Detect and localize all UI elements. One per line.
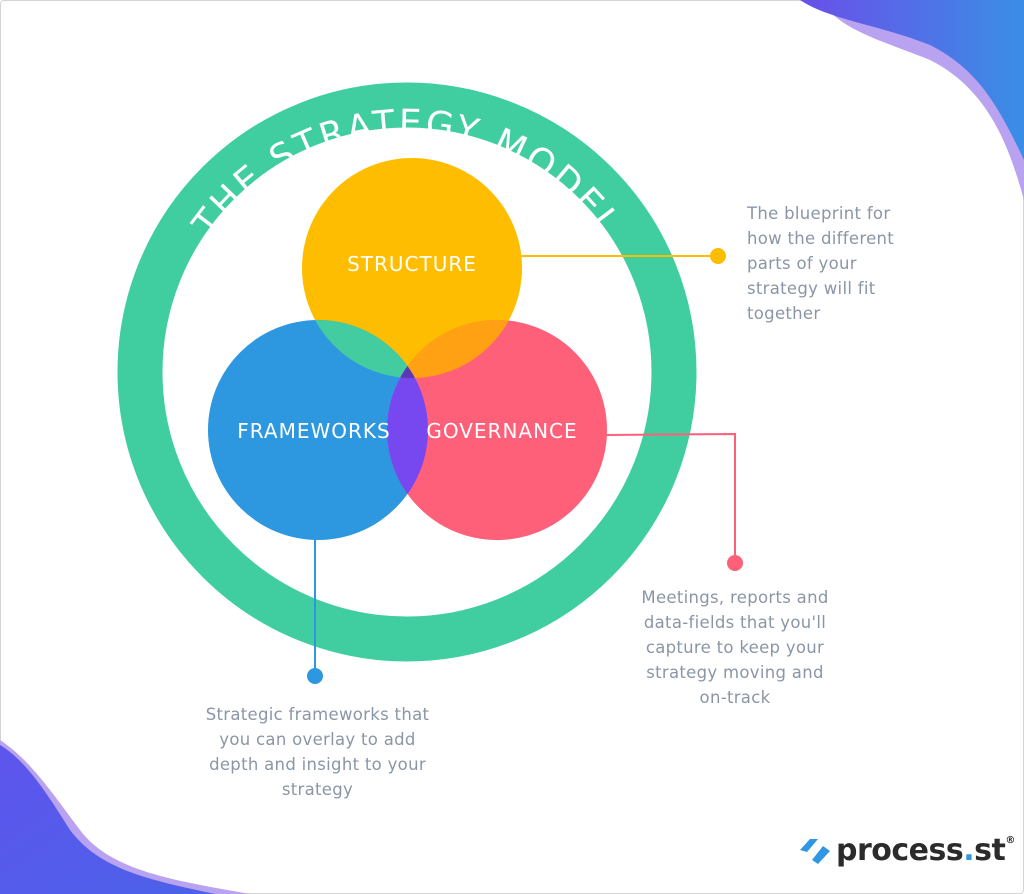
desc-line: parts of your	[747, 254, 857, 273]
governance-description: Meetings, reports and data-fields that y…	[615, 585, 855, 710]
desc-line: depth and insight to your	[209, 755, 426, 774]
frameworks-label: FRAMEWORKS	[237, 419, 390, 443]
corner-decoration-bottom-left	[0, 740, 250, 894]
desc-line: how the different	[747, 229, 895, 248]
desc-line: together	[747, 304, 821, 323]
frameworks-circle	[208, 320, 428, 540]
governance-connector	[604, 432, 743, 571]
outer-ring	[117, 82, 697, 662]
structure-label: STRUCTURE	[347, 252, 477, 276]
desc-line: you can overlay to add	[219, 730, 416, 749]
governance-label: GOVERNANCE	[426, 419, 577, 443]
structure-description: The blueprint for how the different part…	[747, 201, 894, 326]
desc-line: data-fields that you'll	[643, 613, 827, 632]
desc-line: strategy moving and	[646, 663, 824, 682]
desc-line: The blueprint for	[747, 204, 891, 223]
governance-circle	[387, 320, 607, 540]
structure-connector	[520, 248, 726, 264]
desc-line: Meetings, reports and	[641, 588, 829, 607]
logo-text: process.st®	[836, 833, 1015, 868]
desc-line: Strategic frameworks that	[205, 705, 430, 724]
frameworks-connector	[307, 538, 323, 684]
desc-line: capture to keep your	[645, 638, 825, 657]
desc-line: strategy	[281, 780, 354, 799]
logo-mark-icon	[800, 838, 830, 864]
frameworks-description: Strategic frameworks that you can overla…	[185, 702, 450, 802]
desc-line: strategy will fit	[747, 279, 876, 298]
structure-circle	[302, 158, 522, 378]
corner-decoration-top-right	[800, 0, 1024, 200]
desc-line: on-track	[699, 688, 771, 707]
process-st-logo: process.st®	[798, 833, 1015, 868]
